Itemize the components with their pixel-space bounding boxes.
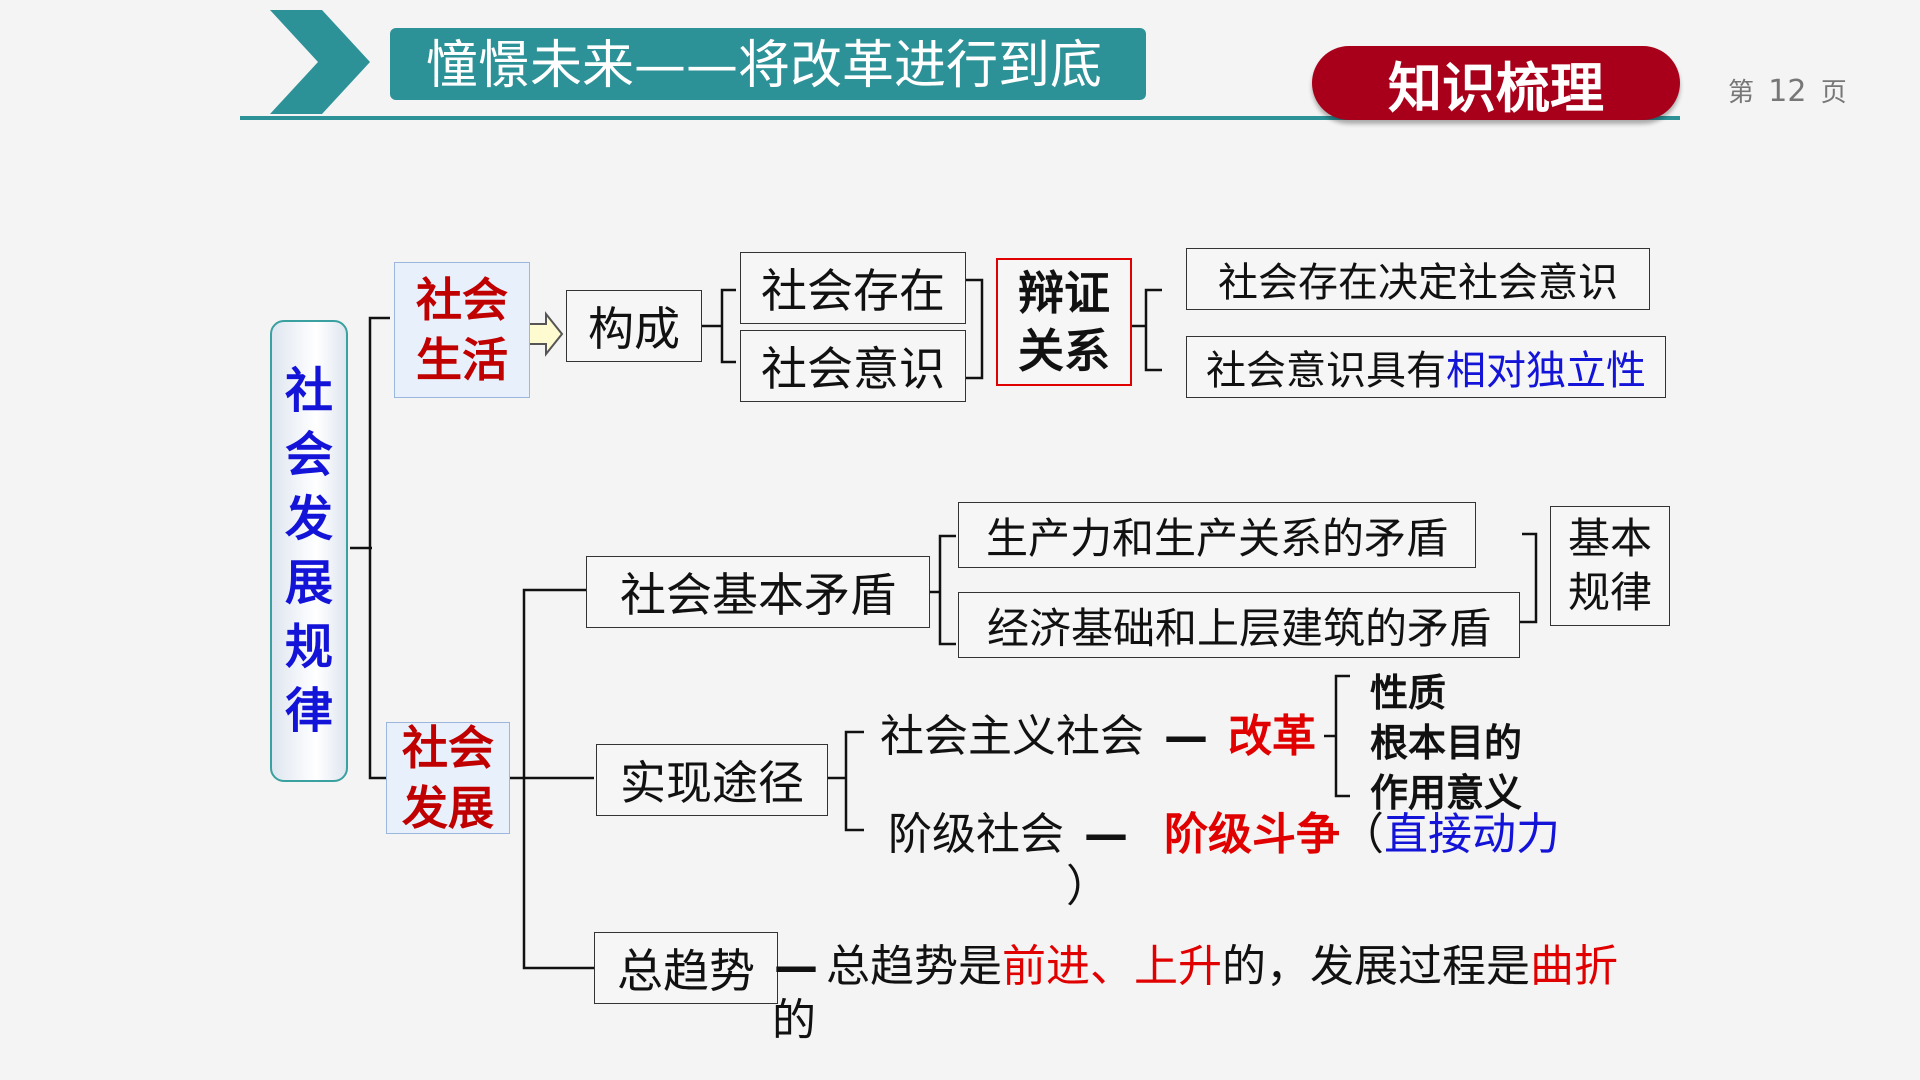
node-basic-law: 基本 规律 — [1550, 506, 1670, 626]
node-social-life: 社会 生活 — [394, 262, 530, 398]
trend-label: 总趋势 — [617, 944, 755, 998]
dash-3: — — [774, 941, 818, 992]
trend-part4: 曲折 — [1530, 941, 1618, 992]
trend-description-line: —总趋势是前进、上升的，发展过程是曲折 — [774, 940, 1618, 994]
trend-part3: 的，发展过程是 — [1222, 941, 1530, 992]
node-realization-path: 实现途径 — [596, 744, 828, 816]
node-social-development: 社会 发展 — [386, 721, 510, 835]
reform-item-significance: 作用意义 — [1370, 771, 1523, 815]
node-composition-label: 构成 — [588, 302, 680, 356]
rule1-label: 社会存在决定社会意识 — [1218, 260, 1618, 306]
node-composition: 构成 — [566, 290, 702, 362]
root-node-social-development-law: 社 会 发 展 规 律 — [270, 320, 348, 782]
knowledge-badge: 知识梳理 — [1312, 46, 1680, 120]
socialist-society-line: 社会主义社会 — 改革 — [880, 710, 1316, 764]
reform-items: 性质 根本目的 作用意义 — [1370, 668, 1522, 818]
contradiction-label: 社会基本矛盾 — [620, 568, 896, 622]
node-social-existence-label: 社会存在 — [761, 264, 945, 318]
reform-label: 改革 — [1228, 711, 1316, 762]
page-title: 憧憬未来——将改革进行到底 — [426, 36, 1103, 96]
path-label: 实现途径 — [620, 756, 804, 810]
page-number: 第 12 页 — [1728, 72, 1847, 109]
node-social-consciousness: 社会意识 — [740, 330, 966, 402]
node-social-existence: 社会存在 — [740, 252, 966, 324]
contradiction-item2: 经济基础和上层建筑的矛盾 — [986, 603, 1491, 653]
node-basic-social-contradiction: 社会基本矛盾 — [586, 556, 930, 628]
socialist-society-label: 社会主义社会 — [880, 711, 1144, 762]
root-node-label: 社 会 发 展 规 律 — [284, 363, 333, 739]
node-general-trend: 总趋势 — [594, 932, 778, 1004]
node-existence-determines-consciousness: 社会存在决定社会意识 — [1186, 248, 1650, 310]
trend-part2: 前进、上升 — [1002, 941, 1222, 992]
node-social-life-label: 社会 生活 — [416, 273, 508, 387]
right-arrow-icon — [527, 311, 564, 357]
trend-part5: 的 — [772, 995, 816, 1046]
class-society-line: 阶级社会 — 阶级斗争（直接动力 — [888, 808, 1560, 862]
contradiction-item1: 生产力和生产关系的矛盾 — [985, 513, 1448, 563]
rule2-prefix: 社会意识具有 — [1206, 348, 1446, 394]
dash-1: — — [1164, 711, 1208, 762]
node-social-consciousness-label: 社会意识 — [761, 342, 945, 396]
direct-force-label: 直接动力 — [1384, 809, 1560, 860]
page-suffix: 页 — [1820, 78, 1847, 108]
node-dialectic-relation: 辩证 关系 — [996, 258, 1132, 386]
node-productivity-relations-contradiction: 生产力和生产关系的矛盾 — [958, 502, 1476, 568]
chevron-arrow-icon — [270, 10, 370, 114]
node-consciousness-relative-independence: 社会意识具有相对独立性 — [1186, 336, 1666, 398]
header-title-bar — [390, 28, 1146, 100]
page-prefix: 第 — [1728, 78, 1755, 108]
knowledge-badge-label: 知识梳理 — [1388, 56, 1604, 120]
paren-open: （ — [1340, 809, 1384, 860]
reform-item-fundamental-purpose: 根本目的 — [1370, 721, 1523, 765]
trend-part1: 总趋势是 — [826, 941, 1002, 992]
node-dialectic-relation-label: 辩证 关系 — [1018, 266, 1110, 378]
page-number-value: 12 — [1768, 74, 1807, 109]
rule2-highlight: 相对独立性 — [1446, 348, 1646, 394]
node-base-superstructure-contradiction: 经济基础和上层建筑的矛盾 — [958, 592, 1520, 658]
basic-law-label: 基本 规律 — [1567, 514, 1652, 617]
paren-close: ） — [1066, 861, 1110, 912]
node-social-development-label: 社会 发展 — [402, 721, 494, 835]
dash-2: — — [1084, 809, 1128, 860]
class-struggle-label: 阶级斗争 — [1164, 809, 1340, 860]
reform-item-nature: 性质 — [1370, 671, 1447, 715]
class-society-label: 阶级社会 — [888, 809, 1064, 860]
